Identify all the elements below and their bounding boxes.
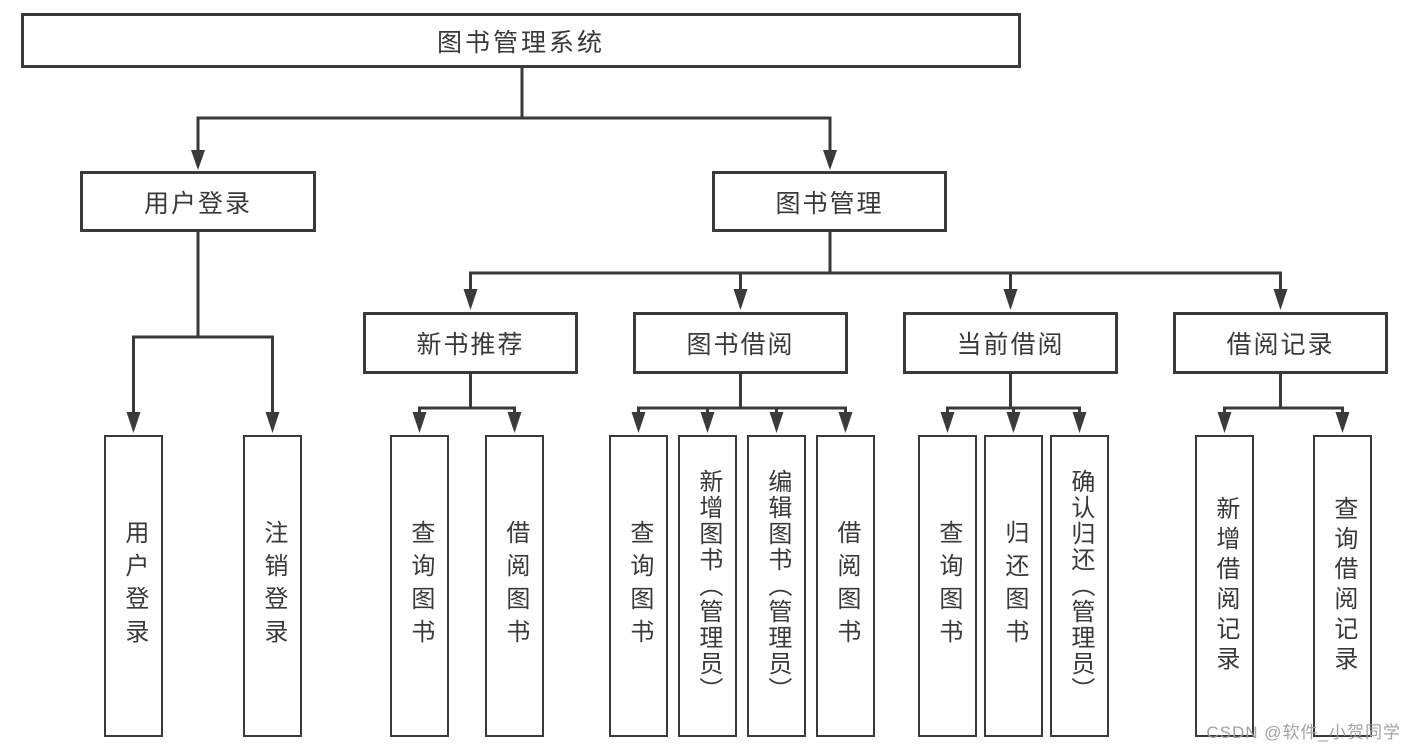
leaf-borrowing-borrow-books: 借阅图书 — [816, 435, 875, 737]
arrowheads — [126, 150, 1350, 433]
leaf-return-books: 归还图书 — [984, 435, 1043, 737]
leaf-confirm-return-admin: 确认归还（管理员） — [1050, 435, 1109, 737]
leaf-return-books-label: 归还图书 — [1000, 520, 1028, 652]
leaf-recommend-query-books-label: 查询图书 — [406, 520, 434, 652]
node-book-borrowing: 图书借阅 — [633, 312, 848, 374]
leaf-add-books-admin: 新增图书（管理员） — [678, 435, 737, 737]
node-book-management: 图书管理 — [712, 171, 947, 232]
leaf-current-query-books: 查询图书 — [918, 435, 977, 737]
leaf-add-borrow-record: 新增借阅记录 — [1195, 435, 1254, 737]
leaf-recommend-query-books: 查询图书 — [390, 435, 449, 737]
node-borrowing-records: 借阅记录 — [1173, 312, 1388, 374]
leaf-current-query-books-label: 查询图书 — [934, 520, 962, 652]
leaf-user-login-label: 用户登录 — [120, 520, 148, 652]
leaf-edit-books-admin: 编辑图书（管理员） — [747, 435, 806, 737]
node-user-login: 用户登录 — [80, 171, 316, 232]
leaf-user-login: 用户登录 — [104, 435, 163, 737]
leaf-borrowing-borrow-books-label: 借阅图书 — [832, 520, 860, 652]
leaf-query-borrow-record-label: 查询借阅记录 — [1329, 496, 1357, 676]
leaf-recommend-borrow-books: 借阅图书 — [485, 435, 544, 737]
leaf-add-books-admin-label: 新增图书（管理员） — [694, 469, 722, 703]
node-current-borrowing: 当前借阅 — [903, 312, 1118, 374]
leaf-borrowing-query-books-label: 查询图书 — [625, 520, 653, 652]
leaf-logout: 注销登录 — [243, 435, 302, 737]
node-new-book-recommendation: 新书推荐 — [363, 312, 578, 374]
leaf-add-borrow-record-label: 新增借阅记录 — [1211, 496, 1239, 676]
node-library-management-system: 图书管理系统 — [21, 13, 1021, 68]
leaf-confirm-return-admin-label: 确认归还（管理员） — [1066, 469, 1094, 703]
leaf-logout-label: 注销登录 — [259, 520, 287, 652]
leaf-query-borrow-record: 查询借阅记录 — [1313, 435, 1372, 737]
leaf-edit-books-admin-label: 编辑图书（管理员） — [763, 469, 791, 703]
leaf-recommend-borrow-books-label: 借阅图书 — [501, 520, 529, 652]
leaf-borrowing-query-books: 查询图书 — [609, 435, 668, 737]
